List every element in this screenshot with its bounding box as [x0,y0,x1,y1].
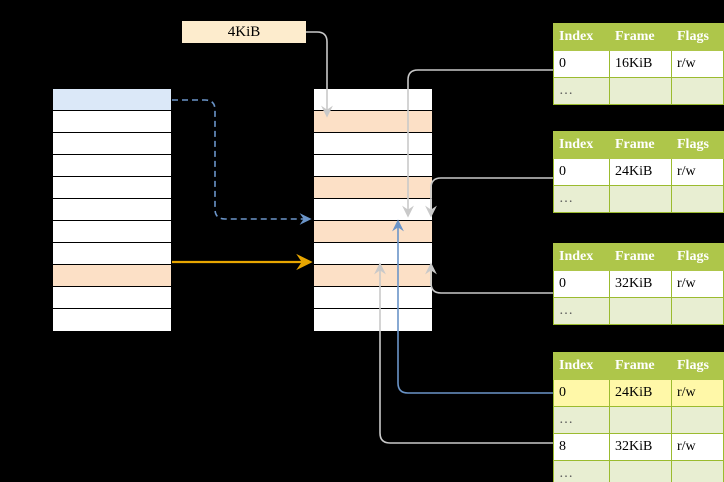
page-table-2-r0-index: 0 [553,158,610,186]
physical-memory-column [313,88,433,331]
virtual-address-space-column [52,88,172,331]
size-label-text: 4KiB [227,24,261,40]
page-table-4-r3-flags [671,460,724,482]
page-table-2-r1-frame [609,185,672,213]
page-table-1-header-flags: Flags [671,23,724,51]
physical-frame-row-7 [314,243,432,265]
page-table-4-r0-index: 0 [553,379,610,407]
page-table-3-r0-flags: r/w [671,270,724,298]
physical-frame-row-2 [314,133,432,155]
page-table-2-r0-frame: 24KiB [609,158,672,186]
page-table-1-header-frame: Frame [609,23,672,51]
page-table-4-r1-frame [609,406,672,434]
page-table-4-header-flags: Flags [671,352,724,380]
page-table-1-r1-index: … [553,77,610,105]
page-table-3-header-flags: Flags [671,243,724,271]
page-table-2-row: … [553,185,724,213]
page-table-2-r1-index: … [553,185,610,213]
physical-frame-row-4 [314,177,432,199]
connector-vaddr-page0-to-frame [172,99,312,225]
physical-frame-row-8 [314,265,432,287]
virtual-page-row-3 [53,155,171,177]
page-table-1-r0-index: 0 [553,50,610,78]
virtual-page-row-5 [53,199,171,221]
virtual-page-row-9 [53,287,171,309]
virtual-page-row-0 [53,89,171,111]
page-table-4-r0-frame: 24KiB [609,379,672,407]
virtual-page-row-8 [53,265,171,287]
page-table-3-r1-flags [671,297,724,325]
page-table-3-r0-index: 0 [553,270,610,298]
physical-frame-row-10 [314,309,432,331]
page-table-3-row: … [553,297,724,325]
connector-table3-to-frame [425,262,553,294]
page-table-4-r2-frame: 32KiB [609,433,672,461]
virtual-page-row-4 [53,177,171,199]
connector-size-to-frame [306,31,333,118]
page-table-4-row: … [553,406,724,434]
page-table-2-r0-flags: r/w [671,158,724,186]
page-table-1-row: … [553,77,724,105]
page-table-4-r2-flags: r/w [671,433,724,461]
page-table-3-header-frame: Frame [609,243,672,271]
connector-table4-row8-to-frame [374,262,553,444]
page-table-2-header-flags: Flags [671,131,724,159]
page-table-4-r1-flags [671,406,724,434]
virtual-page-row-10 [53,309,171,331]
physical-frame-row-0 [314,89,432,111]
page-table-3-r0-frame: 32KiB [609,270,672,298]
connector-table2-to-frame [425,177,553,218]
page-table-1-r1-flags [671,77,724,105]
physical-frame-row-3 [314,155,432,177]
virtual-page-row-7 [53,243,171,265]
page-table-3-header-index: Index [553,243,610,271]
physical-frame-row-9 [314,287,432,309]
page-table-1-header-index: Index [553,23,610,51]
virtual-page-row-6 [53,221,171,243]
page-table-2-r1-flags [671,185,724,213]
page-table-4-r3-index: … [553,460,610,482]
page-table-4-header-frame: Frame [609,352,672,380]
page-table-1-r0-frame: 16KiB [609,50,672,78]
page-table-4-header-index: Index [553,352,610,380]
virtual-page-row-2 [53,133,171,155]
page-table-1-r1-frame [609,77,672,105]
page-table-1-r0-flags: r/w [671,50,724,78]
page-table-2-header-frame: Frame [609,131,672,159]
page-table-4-r1-index: … [553,406,610,434]
page-table-3-r1-index: … [553,297,610,325]
page-table-3-r1-frame [609,297,672,325]
size-label: 4KiB [182,21,306,43]
page-table-4-r2-index: 8 [553,433,610,461]
page-table-2-header-index: Index [553,131,610,159]
physical-frame-row-1 [314,111,432,133]
page-table-4-row: … [553,460,724,482]
connector-table1-to-frame [402,69,553,218]
connector-table4-row0-to-frame [392,219,553,394]
page-table-4-r0-flags: r/w [671,379,724,407]
virtual-page-row-1 [53,111,171,133]
page-table-4-r3-frame [609,460,672,482]
